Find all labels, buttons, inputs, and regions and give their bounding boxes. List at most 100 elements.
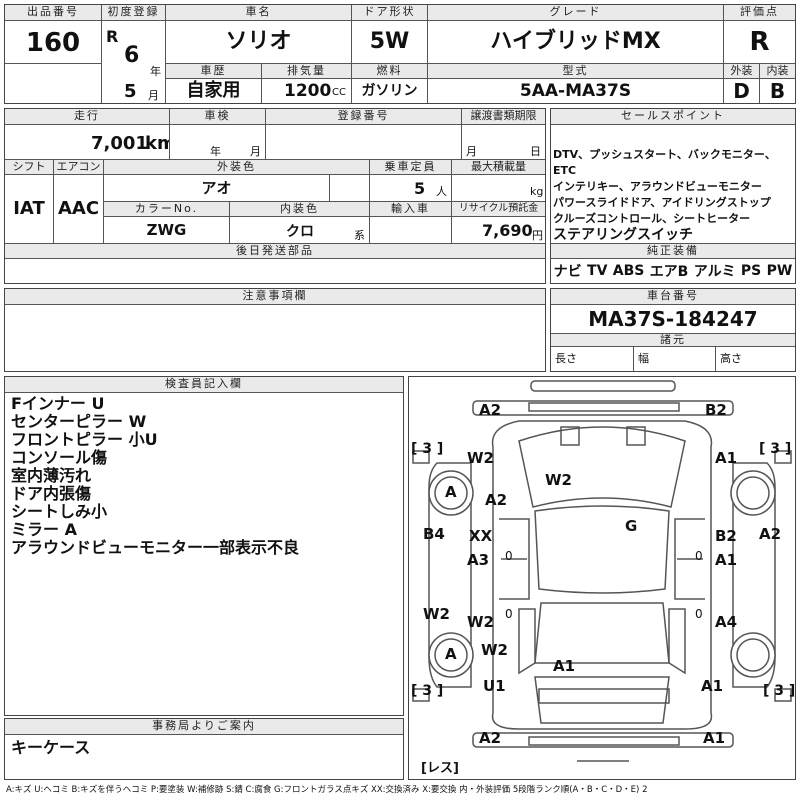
car-diagram: A2 B2 [ 3 ] [ 3 ] W2 A1 A W2 A2 A B4 XX … (408, 376, 796, 780)
sales-line: インテリキー、アラウンドビューモニター (553, 180, 762, 193)
office-box: 事務局よりご案内 キーケース (4, 718, 404, 780)
damage-label: A1 (553, 657, 576, 675)
year-unit: 年 (150, 65, 161, 78)
seat-mark: 0 (505, 549, 513, 563)
shift: IAT (13, 198, 45, 219)
car-name: ソリオ (165, 21, 351, 63)
damage-label: A1 (715, 449, 738, 467)
office-label: 事務局よりご案内 (5, 719, 403, 735)
score: R (723, 21, 795, 63)
displacement: 1200 (284, 81, 332, 101)
lot-no-bottom (5, 63, 101, 103)
exterior: D (723, 79, 759, 103)
note-line: センターピラー W (11, 412, 147, 431)
damage-label: A2 (479, 401, 502, 419)
score-label: 評価点 (723, 5, 795, 21)
note-line: シートしみ小 (11, 502, 108, 521)
sales-line: クルーズコントロール、シートヒーター (553, 212, 751, 225)
damage-label: W2 (545, 471, 572, 489)
later-parts-label: 後日発送部品 (5, 243, 545, 259)
equipment-item: ABS (612, 263, 645, 279)
damage-label: W2 (423, 605, 450, 623)
first-reg-value: R 6 年 5 月 (101, 21, 165, 103)
reg-no-cell (265, 125, 461, 159)
era: R (106, 27, 119, 46)
equipment-item: エアB (649, 264, 689, 280)
mileage-cell: 7,001 km (5, 125, 169, 159)
insp-year-unit: 年 (210, 145, 221, 158)
note-line: Fインナー U (11, 395, 105, 413)
displacement-label: 排気量 (261, 63, 351, 79)
damage-label: A1 (715, 551, 738, 569)
damage-label: A2 (759, 525, 782, 543)
mileage-label: 走行 (5, 109, 169, 125)
car-outline (412, 380, 792, 762)
damage-label: A3 (467, 551, 490, 569)
transfer-day-unit: 日 (530, 145, 541, 158)
note-line: コンソール傷 (11, 448, 108, 467)
interior: B (759, 79, 795, 103)
reg-no-label: 登録番号 (265, 109, 461, 125)
history: 自家用 (165, 79, 261, 103)
later-parts-cell (5, 259, 545, 283)
int-color-label: 内装色 (229, 201, 369, 217)
inspector-notes: Fインナー U センターピラー W フロントピラー 小U コンソール傷 室内薄汚… (11, 395, 401, 595)
sales-label: セールスポイント (551, 109, 795, 125)
door: 5W (351, 21, 427, 63)
header-table: 出品番号 160 初度登録 R 6 年 5 月 車名 ソリオ ドア形状 5W グ… (4, 4, 796, 104)
sales-line: DTV、プッシュスタート、バックモニター、ETC (553, 148, 776, 177)
inspection-label: 車検 (169, 109, 265, 125)
equipment-item: PW (766, 263, 793, 279)
damage-label: A (445, 645, 457, 663)
lot-no: 160 (25, 28, 81, 58)
seat-mark: 0 (505, 607, 513, 621)
grade: ハイブリッドMX (427, 21, 723, 63)
equipment-item: アルミ (693, 264, 736, 280)
equipment-item: TV (587, 263, 608, 279)
damage-label: B2 (715, 527, 737, 545)
month-unit: 月 (148, 89, 159, 102)
lot-no-label: 出品番号 (5, 5, 101, 21)
damage-label: B4 (423, 525, 445, 543)
damage-label: [ 3 ] (411, 683, 444, 699)
interior-label: 内装 (759, 63, 795, 79)
recycle: 7,690 (482, 221, 533, 240)
chassis-number: MA37S-184247 (588, 307, 758, 331)
note-line: アラウンドビューモニター一部表示不良 (11, 538, 300, 557)
length-cell: 長さ (555, 352, 577, 365)
damage-label: A1 (703, 729, 726, 747)
load-label: 最大積載量 (451, 159, 545, 175)
inspector-box: 検査員記入欄 Fインナー U センターピラー W フロントピラー 小U コンソー… (4, 376, 404, 716)
chassis-label: 車台番号 (551, 289, 795, 305)
legend: A:キズ U:ヘコミ B:キズを伴うヘコミ P:要塗装 W:補修跡 S:錆 C:… (6, 785, 648, 795)
caution-label: 注意事項欄 (5, 289, 545, 305)
import-label: 輸入車 (369, 201, 451, 217)
equipment-item: ナビ (553, 264, 582, 280)
reg-year: 6 (124, 43, 140, 68)
fuel: ガソリン (351, 79, 427, 103)
car-name-label: 車名 (165, 5, 351, 21)
damage-label: XX (469, 527, 493, 545)
seat-mark: 0 (695, 607, 703, 621)
int-color: クロ (286, 224, 314, 240)
capacity-unit: 人 (436, 185, 447, 198)
note-line: フロントピラー 小U (11, 430, 158, 449)
office-text: キーケース (11, 739, 91, 757)
damage-label: [ 3 ] (411, 441, 444, 457)
damage-label: [ 3 ] (759, 441, 792, 457)
reg-month: 5 (124, 81, 137, 102)
damage-label: W2 (467, 613, 494, 631)
color-label: 外装色 (103, 159, 369, 175)
load-cell: kg (451, 175, 545, 201)
ac: AAC (53, 175, 103, 243)
damage-label: [ 3 ] (763, 683, 796, 699)
mileage: 7,001 (91, 133, 148, 154)
displacement-cell: 1200 CC (261, 79, 351, 103)
import-cell (369, 217, 451, 243)
sales-lines: DTV、プッシュスタート、バックモニター、ETC インテリキー、アラウンドビュー… (553, 147, 793, 243)
damage-label: A (445, 483, 457, 501)
height-cell: 高さ (715, 347, 795, 371)
transfer-month-unit: 月 (466, 145, 477, 158)
color-no: ZWG (103, 217, 229, 243)
note-line: ドア内張傷 (11, 484, 92, 503)
